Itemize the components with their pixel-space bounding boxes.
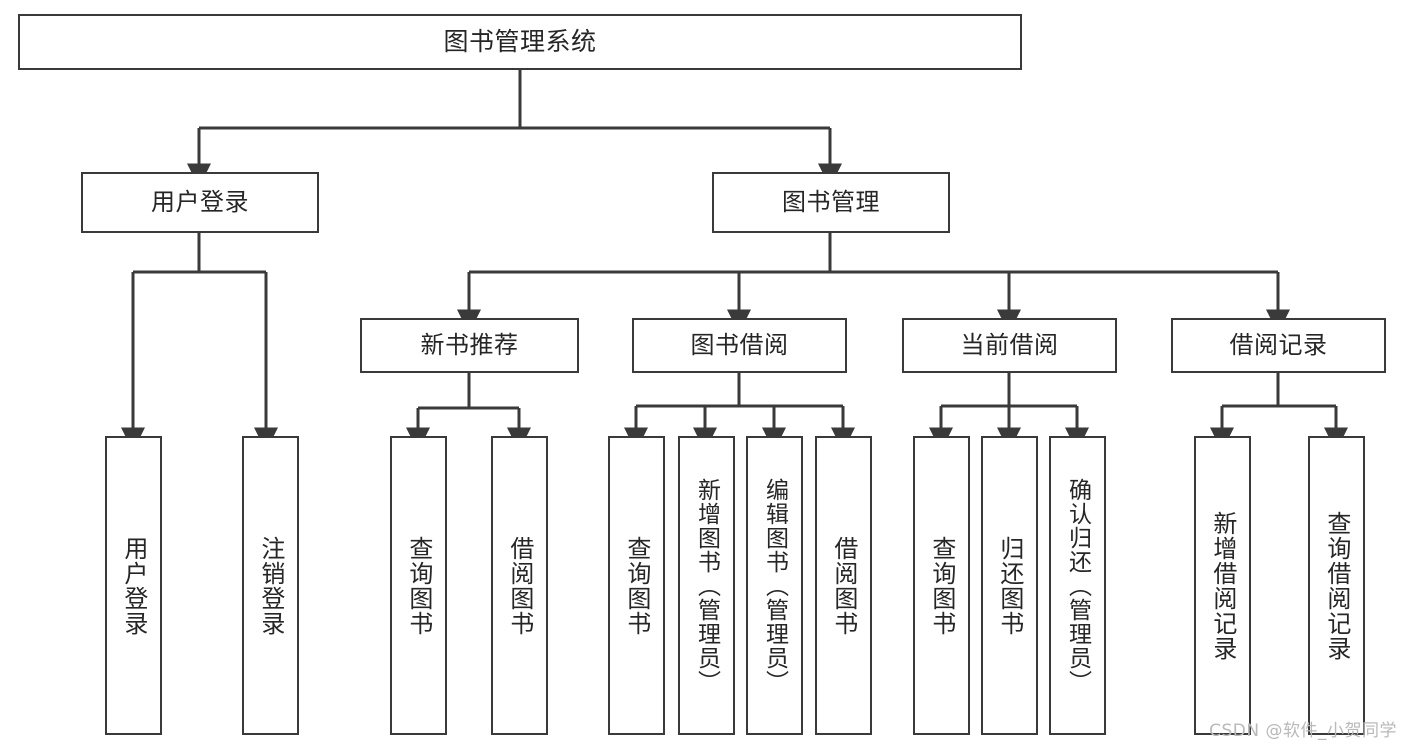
- node-book-management-label: 图书管理: [782, 188, 880, 217]
- node-root[interactable]: 图书管理系统: [18, 14, 1022, 70]
- node-leaf-user-login-label: 用户登录: [119, 535, 148, 636]
- node-current-borrow-label: 当前借阅: [960, 331, 1059, 360]
- node-leaf-user-login[interactable]: 用户登录: [105, 436, 162, 735]
- node-borrow-record[interactable]: 借阅记录: [1171, 318, 1386, 373]
- node-user-login-label: 用户登录: [151, 188, 249, 217]
- node-leaf-query-book-new-label: 查询图书: [404, 535, 433, 636]
- node-leaf-return-book[interactable]: 归还图书: [981, 436, 1038, 735]
- node-leaf-query-book-new[interactable]: 查询图书: [390, 436, 447, 735]
- node-borrow-record-label: 借阅记录: [1229, 331, 1328, 360]
- node-user-login[interactable]: 用户登录: [81, 172, 319, 233]
- node-root-label: 图书管理系统: [443, 27, 597, 57]
- node-new-book-recommend-label: 新书推荐: [420, 331, 519, 360]
- node-leaf-add-borrow-record-label: 新增借阅记录: [1208, 510, 1237, 661]
- node-leaf-logout[interactable]: 注销登录: [242, 436, 299, 735]
- node-leaf-borrow-book[interactable]: 借阅图书: [815, 436, 872, 735]
- node-leaf-query-borrow-record-label: 查询借阅记录: [1322, 510, 1351, 661]
- node-leaf-edit-book-admin[interactable]: 编辑图书（管理员）: [746, 436, 803, 735]
- node-leaf-borrow-book-new-label: 借阅图书: [505, 535, 534, 636]
- node-new-book-recommend[interactable]: 新书推荐: [360, 318, 579, 373]
- node-leaf-borrow-book-new[interactable]: 借阅图书: [491, 436, 548, 735]
- node-leaf-logout-label: 注销登录: [256, 535, 285, 636]
- node-leaf-return-book-label: 归还图书: [995, 535, 1024, 636]
- node-current-borrow[interactable]: 当前借阅: [902, 318, 1117, 373]
- node-leaf-add-book-admin[interactable]: 新增图书（管理员）: [678, 436, 735, 735]
- node-leaf-add-borrow-record[interactable]: 新增借阅记录: [1194, 436, 1251, 735]
- node-leaf-query-borrow-record[interactable]: 查询借阅记录: [1308, 436, 1365, 735]
- node-book-borrow[interactable]: 图书借阅: [632, 318, 847, 373]
- node-leaf-query-book-current-label: 查询图书: [927, 535, 956, 636]
- node-leaf-query-book-current[interactable]: 查询图书: [913, 436, 970, 735]
- node-leaf-add-book-admin-label: 新增图书（管理员）: [693, 477, 720, 694]
- node-book-borrow-label: 图书借阅: [690, 331, 789, 360]
- node-leaf-confirm-return-admin-label: 确认归还（管理员）: [1064, 477, 1091, 694]
- node-leaf-query-book-borrow-label: 查询图书: [622, 535, 651, 636]
- node-leaf-borrow-book-label: 借阅图书: [829, 535, 858, 636]
- node-book-management[interactable]: 图书管理: [712, 172, 950, 233]
- node-leaf-query-book-borrow[interactable]: 查询图书: [608, 436, 665, 735]
- node-leaf-edit-book-admin-label: 编辑图书（管理员）: [761, 477, 788, 694]
- node-leaf-confirm-return-admin[interactable]: 确认归还（管理员）: [1049, 436, 1106, 735]
